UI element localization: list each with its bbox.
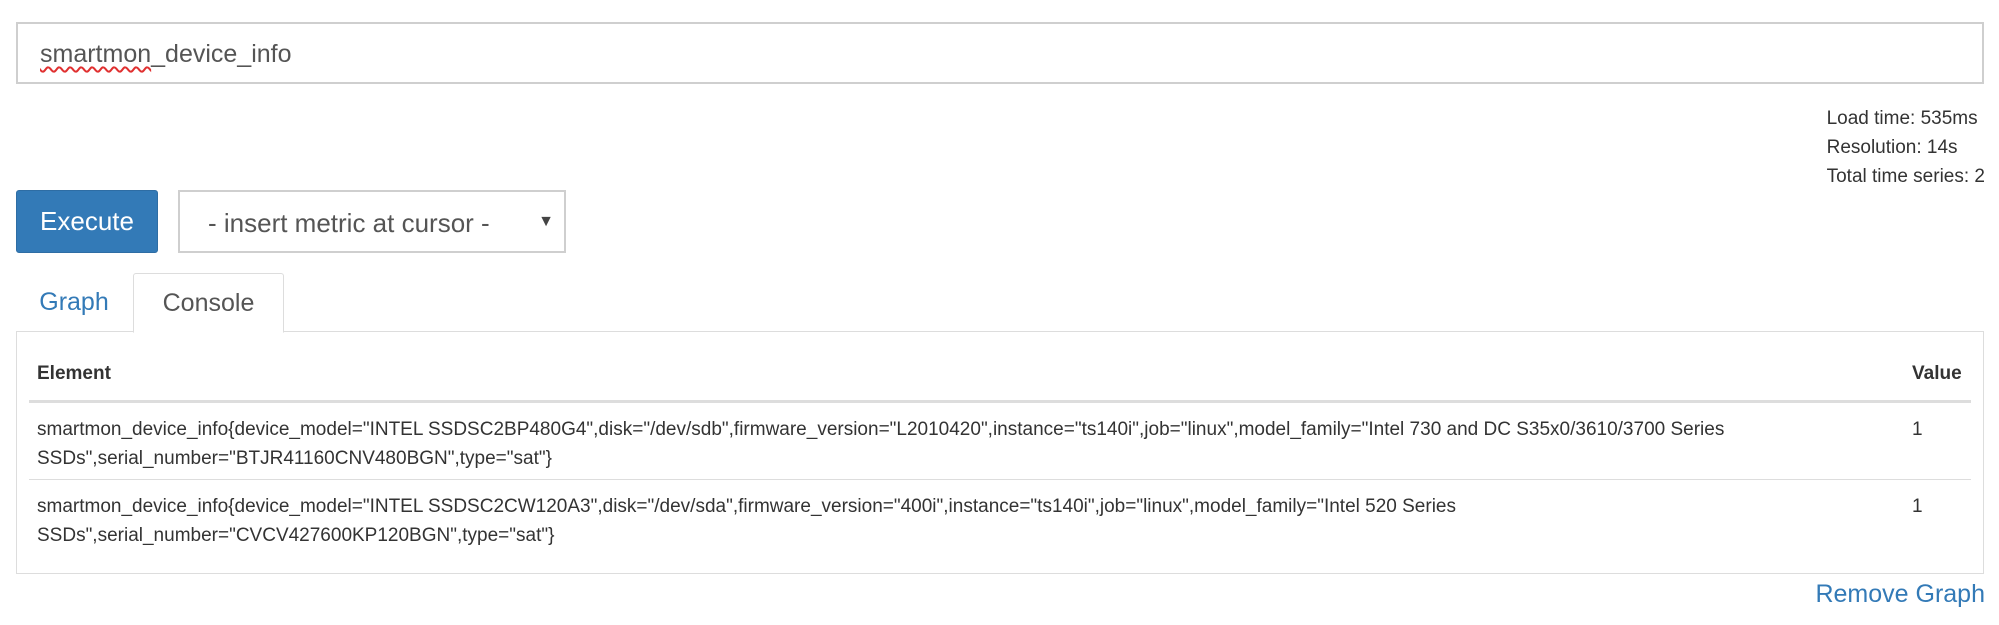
- tab-graph[interactable]: Graph: [39, 288, 109, 316]
- insert-metric-select-value: - insert metric at cursor -: [208, 208, 490, 238]
- expression-input-text[interactable]: smartmon_device_info: [40, 39, 292, 69]
- row-element-line: SSDs",serial_number="BTJR41160CNV480BGN"…: [37, 448, 552, 469]
- expression-rest: _device_info: [151, 40, 292, 68]
- row-value-cell: 1: [1912, 496, 1923, 517]
- row-element-cell: smartmon_device_info{device_model="INTEL…: [37, 492, 1907, 550]
- table-row: smartmon_device_info{device_model="INTEL…: [29, 403, 1971, 480]
- row-element-line: smartmon_device_info{device_model="INTEL…: [37, 419, 1725, 440]
- row-element-line: smartmon_device_info{device_model="INTEL…: [37, 496, 1456, 517]
- execute-button[interactable]: Execute: [16, 190, 158, 253]
- expression-misspelled-word: smartmon: [40, 40, 152, 68]
- tab-console[interactable]: Console: [133, 273, 284, 333]
- column-header-value: Value: [1912, 363, 1962, 384]
- view-tabs: Graph Console: [16, 273, 1984, 333]
- caret-down-icon: ▼: [538, 213, 554, 230]
- table-header-row: Element Value: [29, 342, 1971, 403]
- expression-input[interactable]: smartmon_device_info: [16, 22, 1984, 84]
- table-row: smartmon_device_info{device_model="INTEL…: [29, 480, 1971, 556]
- load-time: Load time: 535ms: [1826, 108, 1978, 129]
- console-panel: Element Value smartmon_device_info{devic…: [16, 331, 1984, 574]
- insert-metric-select[interactable]: - insert metric at cursor - ▼: [178, 190, 566, 253]
- resolution: Resolution: 14s: [1826, 137, 1958, 158]
- query-stats: Load time: 535ms Resolution: 14s Total t…: [1827, 104, 1985, 191]
- row-element-line: SSDs",serial_number="CVCV427600KP120BGN"…: [37, 525, 555, 546]
- console-table: Element Value smartmon_device_info{devic…: [29, 342, 1971, 556]
- total-time-series: Total time series: 2: [1826, 166, 1985, 187]
- row-value-cell: 1: [1912, 419, 1923, 440]
- row-element-cell: smartmon_device_info{device_model="INTEL…: [37, 415, 1907, 473]
- column-header-element: Element: [37, 363, 111, 384]
- remove-graph-link[interactable]: Remove Graph: [1815, 580, 1985, 608]
